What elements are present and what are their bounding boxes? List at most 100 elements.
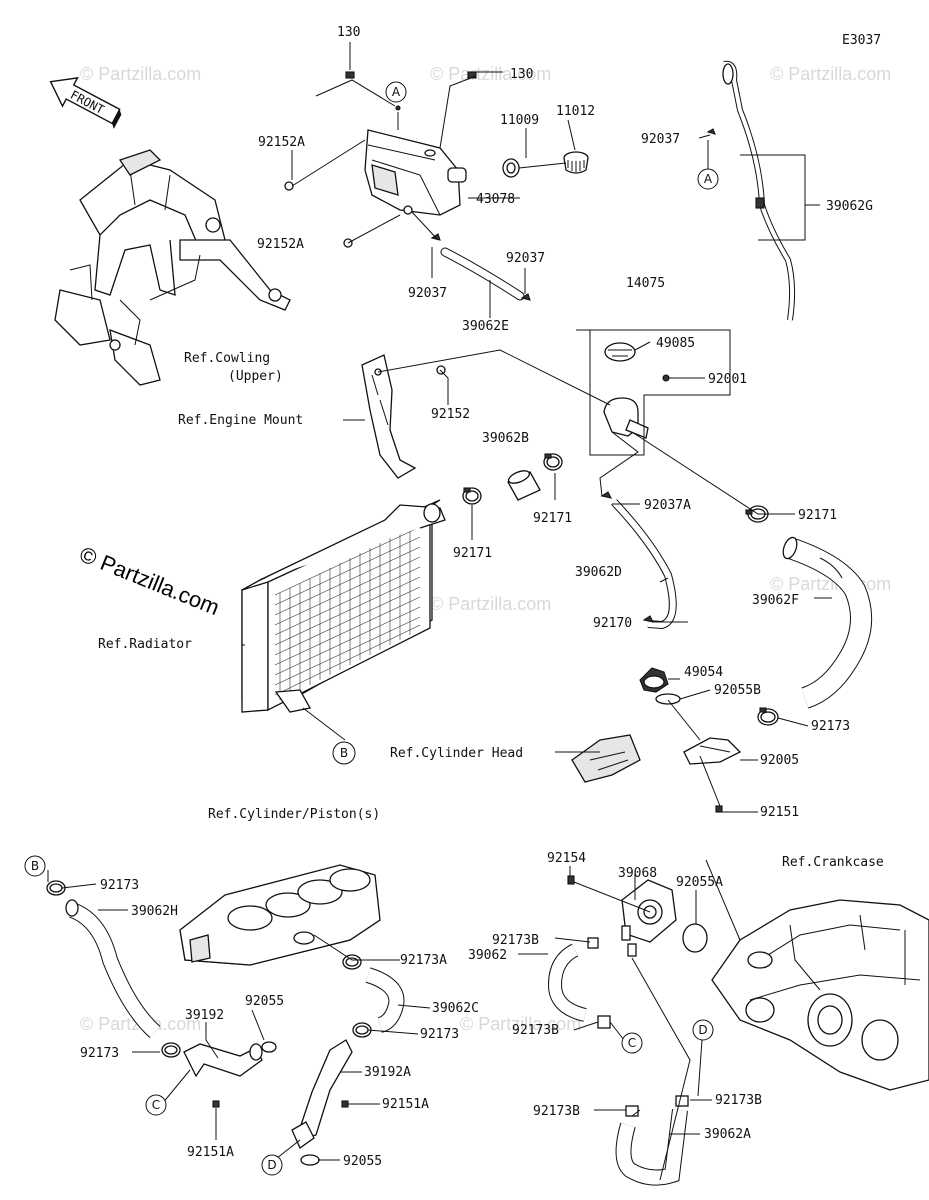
svg-text:A: A bbox=[704, 172, 713, 186]
part-label: 92173 bbox=[100, 878, 139, 893]
ref-crankcase: Ref.Crankcase bbox=[782, 855, 884, 870]
leader-lines bbox=[47, 42, 832, 1181]
bolt-92151A-left bbox=[212, 1100, 220, 1108]
part-label: 92154 bbox=[547, 851, 586, 866]
svg-text:D: D bbox=[698, 1023, 707, 1037]
clamp-92173A bbox=[342, 954, 362, 970]
part-label: 39192 bbox=[185, 1008, 224, 1023]
faint-watermark: © Partzilla.com bbox=[430, 594, 551, 614]
part-label: 92170 bbox=[593, 616, 632, 631]
svg-text:D: D bbox=[267, 1158, 276, 1172]
part-label: 92152A bbox=[258, 135, 305, 150]
hose-39062H bbox=[65, 899, 161, 1039]
callout-C-left: C bbox=[145, 1094, 167, 1116]
ref-cowling-upper: (Upper) bbox=[228, 369, 283, 384]
part-label: 92173B bbox=[512, 1023, 559, 1038]
pipe-39192 bbox=[183, 1043, 263, 1078]
watermark: © Partzilla.com bbox=[76, 541, 223, 620]
part-label: 49085 bbox=[656, 336, 695, 351]
part-label: 92151A bbox=[382, 1097, 429, 1112]
diagram-code: E3037 bbox=[842, 33, 881, 48]
part-label: 92152 bbox=[431, 407, 470, 422]
thermostat-housing-92005 bbox=[683, 737, 742, 765]
reference-labels: Ref.Cowling (Upper) Ref.Engine Mount Ref… bbox=[98, 351, 884, 870]
clamp-92173B-bottom-left bbox=[625, 1105, 639, 1117]
part-label: 92173 bbox=[811, 719, 850, 734]
crankcase bbox=[711, 899, 929, 1091]
hose-39062A bbox=[615, 1109, 688, 1186]
clamp-92171-mid bbox=[543, 453, 563, 471]
ref-radiator: Ref.Radiator bbox=[98, 637, 192, 652]
cowling-bracket-frame bbox=[54, 149, 291, 386]
hose-39062E bbox=[430, 233, 531, 301]
callout-A-right: A bbox=[697, 168, 719, 190]
hose-39062D bbox=[600, 491, 677, 630]
part-label: 92151A bbox=[187, 1145, 234, 1160]
part-label: 92037A bbox=[644, 498, 691, 513]
part-label: 92171 bbox=[798, 508, 837, 523]
part-label: 92173A bbox=[400, 953, 447, 968]
part-label: 39062 bbox=[468, 948, 507, 963]
callout-D-right: D bbox=[692, 1019, 714, 1041]
callout-A-top: A bbox=[385, 81, 407, 103]
reservoir-cap bbox=[563, 151, 589, 174]
svg-text:B: B bbox=[340, 746, 348, 760]
hose-39062F bbox=[782, 536, 873, 709]
clamp-92173-top-left bbox=[46, 880, 66, 896]
part-label: 11009 bbox=[500, 113, 539, 128]
part-label: 14075 bbox=[626, 276, 665, 291]
svg-text:C: C bbox=[628, 1036, 636, 1050]
faint-watermark: © Partzilla.com bbox=[770, 64, 891, 84]
part-label: 92171 bbox=[533, 511, 572, 526]
part-label: 39062E bbox=[462, 319, 509, 334]
part-label: 92173B bbox=[715, 1093, 762, 1108]
part-label: 39062D bbox=[575, 565, 622, 580]
washer-92152 bbox=[436, 365, 446, 375]
part-label: 92173 bbox=[420, 1027, 459, 1042]
part-label: 130 bbox=[337, 25, 360, 40]
cylinder-block bbox=[179, 864, 381, 966]
radiator bbox=[241, 499, 446, 713]
faint-watermark: © Partzilla.com bbox=[460, 1014, 581, 1034]
reservoir-seal-ring bbox=[502, 158, 520, 178]
pipe-39192A bbox=[291, 1039, 353, 1149]
part-label: 39192A bbox=[364, 1065, 411, 1080]
hose-39062 bbox=[547, 943, 587, 1022]
part-label: 39068 bbox=[618, 866, 657, 881]
clamp-92173B-lower bbox=[597, 1015, 611, 1029]
part-label: 92055B bbox=[714, 683, 761, 698]
hose-39062B bbox=[507, 470, 541, 501]
part-label: 92055 bbox=[343, 1154, 382, 1169]
hose-39062C bbox=[365, 967, 405, 1033]
bolt-130-upper bbox=[345, 71, 355, 79]
part-label: 49054 bbox=[684, 665, 723, 680]
part-label: 92037 bbox=[641, 132, 680, 147]
clamp-92173B-bottom-right bbox=[675, 1095, 689, 1107]
part-label: 92055 bbox=[245, 994, 284, 1009]
part-labels: 130 130 11009 11012 92152A 43078 92152A … bbox=[80, 25, 873, 1169]
o-ring-92055A bbox=[682, 923, 708, 953]
part-label: 92037 bbox=[506, 251, 545, 266]
cylinder-head bbox=[571, 734, 641, 783]
part-label: 92171 bbox=[453, 546, 492, 561]
o-ring-92055-lower bbox=[300, 1154, 320, 1166]
svg-text:A: A bbox=[392, 85, 401, 99]
hose-39062G bbox=[706, 60, 796, 321]
part-label: 39062C bbox=[432, 1001, 479, 1016]
bolt-92151A-right bbox=[341, 1100, 349, 1108]
engine-mount bbox=[361, 354, 417, 479]
faint-watermark: © Partzilla.com bbox=[430, 64, 551, 84]
clamp-92173-bottom-left bbox=[161, 1042, 181, 1058]
filler-neck-assembly bbox=[603, 342, 670, 439]
part-label: 43078 bbox=[476, 192, 515, 207]
part-label: 39062H bbox=[131, 904, 178, 919]
part-label: 92005 bbox=[760, 753, 799, 768]
part-label: 39062G bbox=[826, 199, 873, 214]
oil-cooler bbox=[621, 879, 677, 957]
o-ring-92055B bbox=[655, 693, 681, 705]
part-label: 92001 bbox=[708, 372, 747, 387]
svg-text:B: B bbox=[31, 859, 39, 873]
part-label: 92173B bbox=[533, 1104, 580, 1119]
svg-text:C: C bbox=[152, 1098, 160, 1112]
